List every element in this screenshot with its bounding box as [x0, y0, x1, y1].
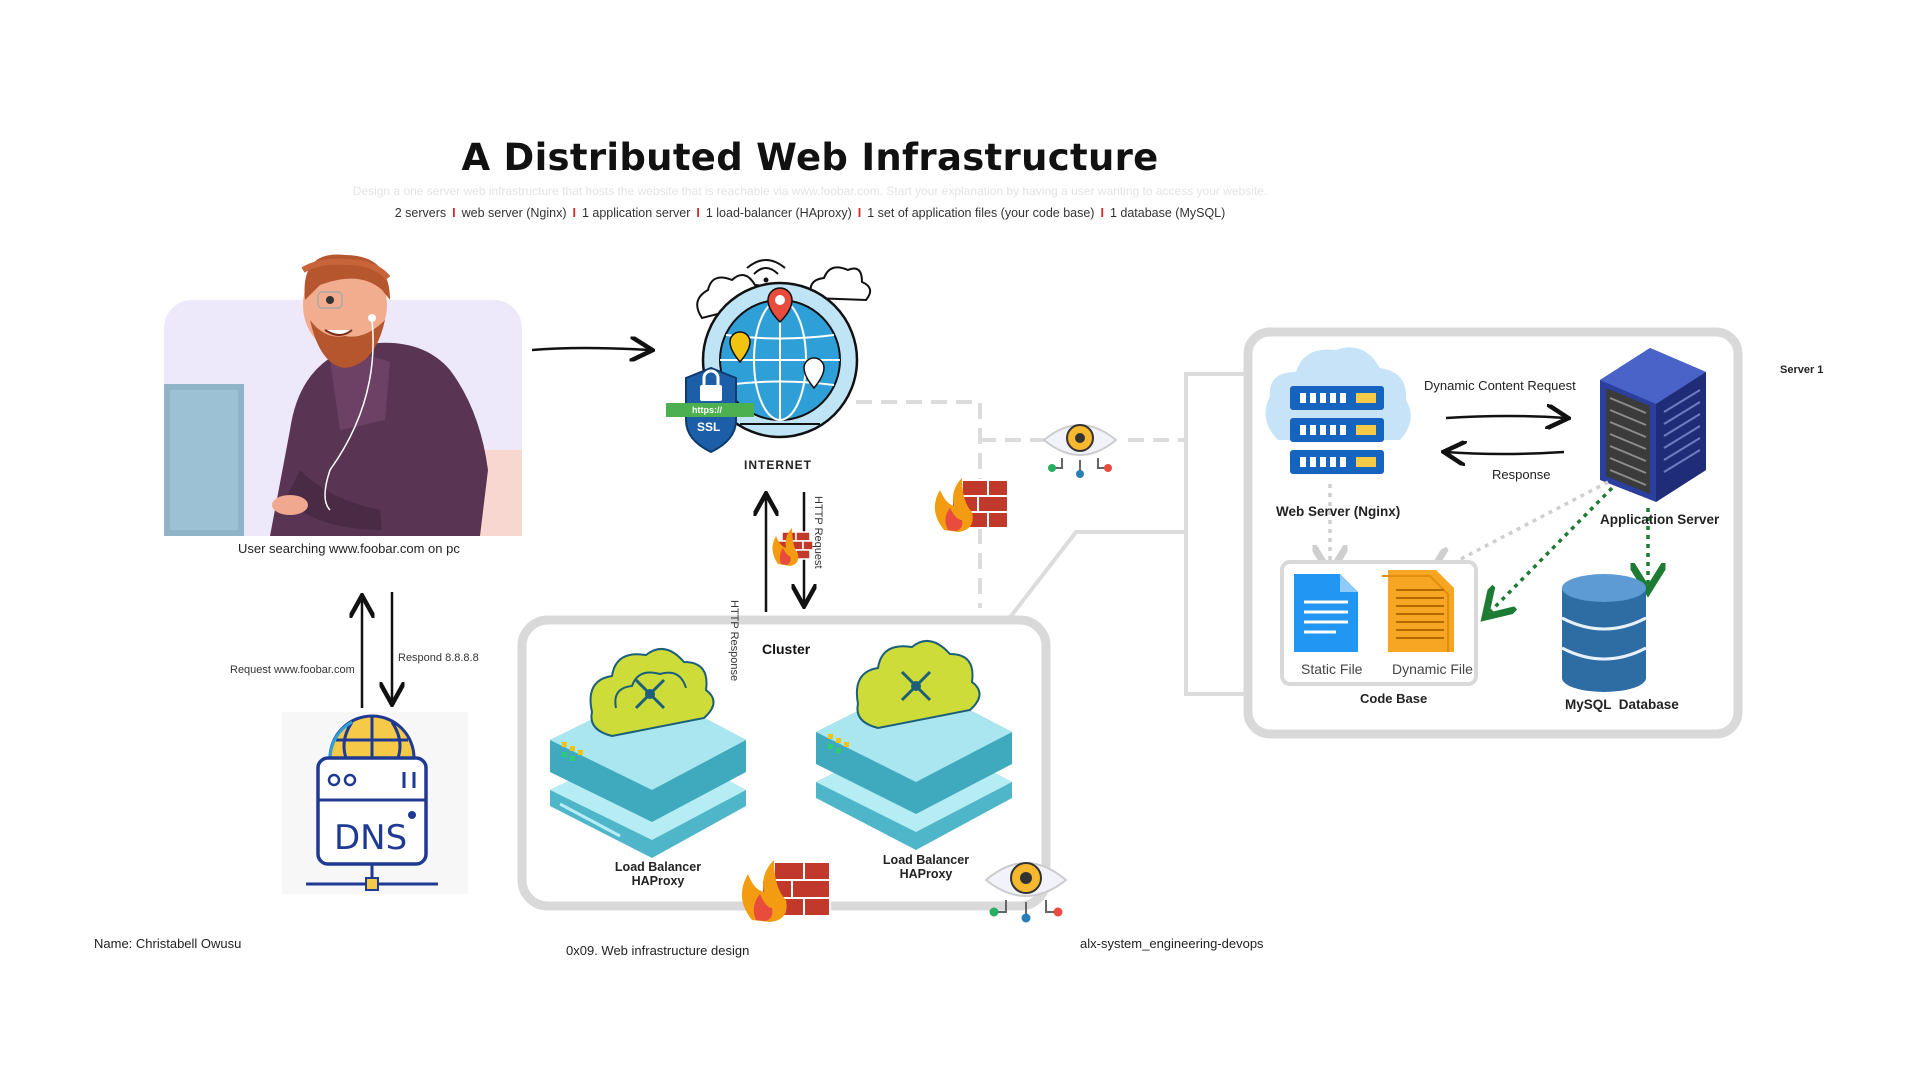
dns-respond-label: Respond 8.8.8.8: [398, 652, 479, 664]
load-balancer-icon: [816, 639, 1012, 850]
http-request-label: HTTP Request: [812, 496, 824, 569]
user-to-internet-arrow: [531, 348, 650, 350]
server-label: Server 1: [1780, 364, 1824, 376]
user-illustration: [164, 254, 522, 536]
dns-server-icon: [282, 712, 468, 894]
component-item: 1 load-balancer (HAproxy): [705, 206, 852, 220]
dynamic-request-arrow: [1445, 416, 1566, 418]
component-item: web server (Nginx): [461, 206, 567, 220]
database-label: MySQL Database: [1565, 697, 1679, 712]
firewall-icon: [741, 860, 831, 922]
web-server-label: Web Server (Nginx): [1276, 504, 1401, 519]
cluster-label: Cluster: [762, 641, 811, 657]
application-server-icon: [1600, 348, 1706, 502]
dns-label: DNS: [334, 818, 408, 858]
dynamic-request-label: Dynamic Content Request: [1424, 378, 1576, 393]
dns-request-label: Request www.foobar.com: [230, 664, 355, 676]
cluster-to-server-connector: [1006, 530, 1188, 622]
ssl-shield-icon: [666, 366, 754, 454]
static-file-label: Static File: [1301, 661, 1363, 677]
dynamic-file-label: Dynamic File: [1392, 661, 1473, 677]
load-balancer-icon: [550, 647, 746, 858]
monitor-eye-icon: [1042, 424, 1118, 478]
globe-icon: [696, 259, 872, 439]
user-caption: User searching www.foobar.com on pc: [238, 541, 460, 556]
monitor-eye-icon: [984, 862, 1068, 923]
response-label: Response: [1492, 467, 1551, 482]
http-response-label: HTTP Response: [728, 600, 740, 682]
response-arrow: [1446, 452, 1565, 454]
project-name: 0x09. Web infrastructure design: [566, 943, 750, 958]
document-icon: [1382, 570, 1454, 652]
component-item: 1 set of application files (your code ba…: [867, 206, 1095, 220]
app-server-label: Application Server: [1600, 512, 1720, 527]
app-to-codebase-arrow: [1490, 486, 1614, 612]
internet-cluster-connector: [856, 400, 982, 608]
component-item: 1 database (MySQL): [1109, 206, 1226, 220]
web-server-icon: [1265, 347, 1411, 474]
firewall-icon: [772, 528, 814, 566]
repo-name: alx-system_engineering-devops: [1080, 936, 1264, 951]
code-base-label: Code Base: [1360, 691, 1428, 706]
internet-label: INTERNET: [744, 458, 812, 472]
component-item: 2 servers: [394, 206, 447, 220]
component-item: 1 application server: [581, 206, 691, 220]
ssl-banner-text: https://: [692, 405, 722, 415]
server-bracket: [1184, 372, 1248, 696]
page-subtitle: Design a one server web infrastructure t…: [352, 184, 1268, 198]
document-icon: [1294, 574, 1358, 652]
database-icon: [1561, 574, 1647, 692]
firewall-icon: [934, 478, 1009, 532]
ssl-badge-text: SSL: [697, 420, 721, 434]
author-name: Name: Christabell Owusu: [94, 936, 242, 951]
page-title: A Distributed Web Infrastructure: [461, 136, 1159, 179]
